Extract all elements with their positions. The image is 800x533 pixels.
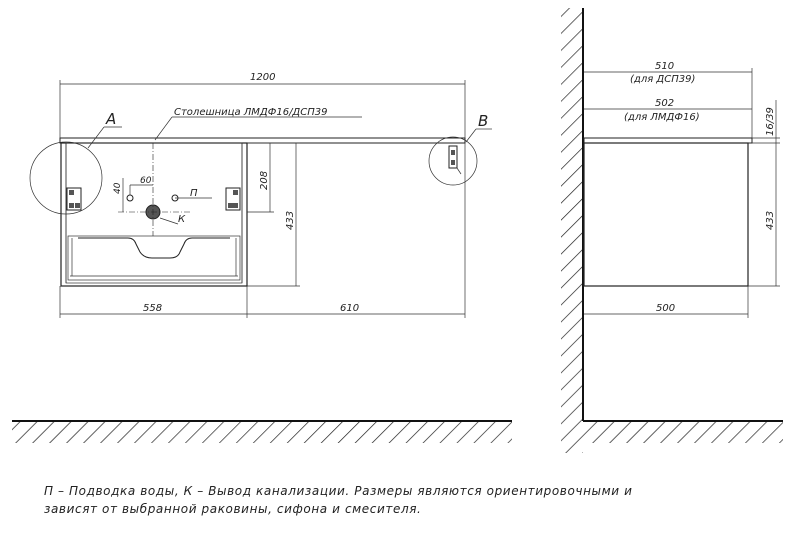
side-view: 510 (для ДСП39) 502 (для ЛМДФ16) 16/39 4… [561,8,783,453]
mount-bracket-right [226,188,240,210]
dim-height: 433 [285,211,296,230]
label-drain: К [178,214,186,225]
floor-right [583,421,783,443]
countertop [60,138,465,143]
detail-label-a: A [105,110,116,128]
dim-total-width: 1200 [250,72,275,83]
note-lmdf16: (для ЛМДФ16) [624,112,700,123]
label-countertop: Столешница ЛМДФ16/ДСП39 [174,107,327,118]
cabinet-side [584,143,748,286]
dim-502: 502 [655,98,674,109]
wall-hatch [561,8,583,453]
floor-left [12,412,512,443]
footnote: П – Подводка воды, К – Вывод канализации… [44,482,764,518]
detail-label-b: B [478,112,488,130]
dim-inner-height: 208 [259,171,270,190]
dim-433-side: 433 [765,211,776,230]
footnote-line-2: зависят от выбранной раковины, сифона и … [44,500,764,518]
wall-bracket [449,146,461,174]
dim-16-39: 16/39 [765,107,776,136]
dim-60-label: 60 [140,176,152,186]
mount-bracket-left [67,188,81,210]
dim-40-label: 40 [113,182,123,194]
dim-500: 500 [656,303,675,314]
label-water-supply: П [190,188,198,199]
front-view: 60 40 П К Столешница ЛМДФ16/ДСП39 1200 5… [30,72,492,318]
dim-cabinet-width: 558 [143,303,162,314]
dim-510: 510 [655,61,674,72]
note-dsp39: (для ДСП39) [630,74,695,85]
dim-right-offset: 610 [340,303,359,314]
footnote-line-1: П – Подводка воды, К – Вывод канализации… [44,482,764,500]
